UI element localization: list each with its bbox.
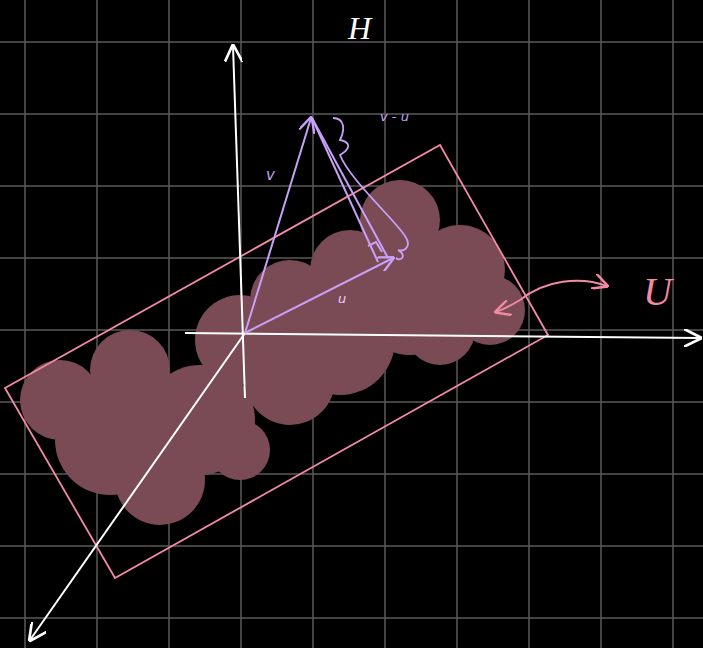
leader-arrow (496, 281, 607, 312)
grid-line (672, 0, 674, 648)
grid-line (0, 113, 703, 115)
vector-label: v - u (380, 110, 409, 123)
vectors (245, 118, 393, 333)
subspace-label: U (643, 272, 672, 312)
grid-line (0, 545, 703, 547)
axes (30, 46, 700, 640)
subspace-blob (20, 180, 525, 525)
grid-line (24, 0, 26, 648)
space-label: H (348, 12, 371, 44)
grid-line (0, 617, 703, 619)
grid-line (168, 0, 170, 648)
vector-label: v (266, 168, 275, 183)
grid-line (0, 185, 703, 187)
grid-line (600, 0, 602, 648)
vector-label: u (338, 292, 346, 305)
subspace-rectangle (5, 145, 548, 578)
grid-line (528, 0, 530, 648)
brace (333, 118, 408, 259)
grid-line (96, 0, 98, 648)
